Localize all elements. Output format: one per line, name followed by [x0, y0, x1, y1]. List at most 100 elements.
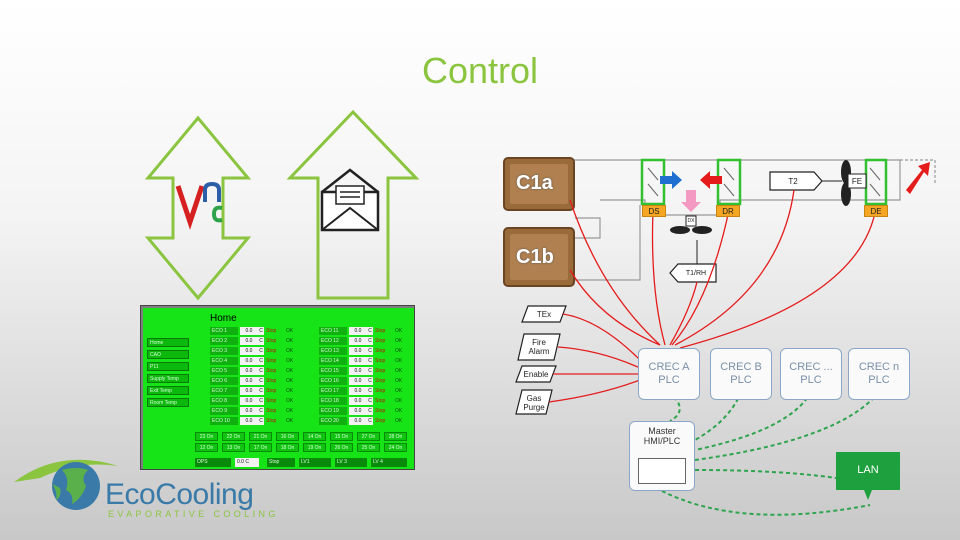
hmi-unit-value: 0.0 [240, 417, 258, 425]
input-tex [521, 305, 567, 323]
hmi-footer-cell: LV1 [299, 458, 331, 467]
hmi-unit-name: ECO 16 [319, 377, 347, 385]
sensor-t1rh-label: T1/RH [685, 270, 707, 277]
hmi-on-cell: 24 On [384, 443, 407, 452]
hmi-unit-state: Stop [266, 338, 277, 344]
hmi-on-cell: 17 On [249, 443, 272, 452]
hmi-unit-unit: C [258, 397, 264, 405]
hmi-unit-value: 0.0 [240, 347, 258, 355]
hmi-unit-name: ECO 6 [210, 377, 238, 385]
hmi-unit-value: 0.0 [240, 387, 258, 395]
hmi-unit-state: Stop [266, 368, 277, 374]
hmi-screenshot: Home Home CAO P11 Supply Temp Exit Temp … [140, 305, 415, 470]
hmi-on-cell: 23 On [195, 432, 218, 441]
hmi-unit-name: ECO 20 [319, 417, 347, 425]
hmi-unit-state: Stop [375, 418, 386, 424]
hmi-unit-name: ECO 5 [210, 367, 238, 375]
hmi-unit-unit: C [258, 417, 264, 425]
lan-network-icon [836, 452, 900, 500]
hmi-unit-state: Stop [266, 328, 277, 334]
input-enable [515, 365, 557, 383]
hmi-unit-name: ECO 14 [319, 357, 347, 365]
hmi-unit-value: 0.0 [240, 367, 258, 375]
hmi-unit-status: OK [286, 388, 294, 394]
hmi-unit-unit: C [367, 327, 373, 335]
hmi-unit-state: Stop [266, 358, 277, 364]
logo-tagline: EVAPORATIVE COOLING [108, 509, 279, 519]
hmi-unit-name: ECO 8 [210, 397, 238, 405]
hmi-unit-status: OK [286, 358, 294, 364]
hmi-unit-state: Stop [266, 408, 277, 414]
hmi-unit-value: 0.0 [240, 327, 258, 335]
mixing-dx-label: DX [687, 218, 695, 224]
hmi-unit-value: 0.0 [349, 377, 367, 385]
hmi-unit-status: OK [395, 418, 403, 424]
hmi-unit-value: 0.0 [349, 357, 367, 365]
hmi-nav-cao[interactable]: CAO [147, 350, 189, 359]
bidirectional-arrow [144, 115, 252, 301]
hmi-unit-status: OK [286, 408, 294, 414]
hmi-unit-status: OK [286, 348, 294, 354]
hmi-unit-value: 0.0 [349, 367, 367, 375]
hmi-footer-cell: LV 4 [371, 458, 407, 467]
hmi-unit-status: OK [286, 368, 294, 374]
hmi-unit-unit: C [367, 347, 373, 355]
hmi-unit-unit: C [258, 367, 264, 375]
hmi-unit-value: 0.0 [240, 377, 258, 385]
input-gas-purge [515, 389, 553, 415]
hmi-unit-state: Stop [375, 328, 386, 334]
hmi-unit-state: Stop [266, 388, 277, 394]
unit-c1b-label: C1b [516, 246, 554, 268]
hmi-unit-unit: C [367, 377, 373, 385]
hmi-on-cell: 26 On [330, 443, 353, 452]
hmi-unit-state: Stop [375, 348, 386, 354]
hmi-nav-room-temp[interactable]: Room Temp [147, 398, 189, 407]
hmi-unit-status: OK [395, 328, 403, 334]
logo-wordmark: EcoCooling [105, 478, 254, 511]
hmi-unit-value: 0.0 [349, 397, 367, 405]
hmi-unit-unit: C [258, 327, 264, 335]
input-tex-label: TEx [536, 310, 552, 319]
damper-dr-label: DR [716, 205, 740, 217]
hmi-unit-status: OK [286, 328, 294, 334]
hmi-on-cell: 27 On [357, 432, 380, 441]
input-fire-alarm-label: Fire Alarm [528, 338, 550, 356]
hmi-on-cell: 21 On [249, 432, 272, 441]
hmi-on-cell: 12 On [195, 443, 218, 452]
hmi-unit-name: ECO 7 [210, 387, 238, 395]
hmi-unit-unit: C [367, 417, 373, 425]
hmi-unit-unit: C [367, 397, 373, 405]
hmi-unit-name: ECO 2 [210, 337, 238, 345]
hmi-on-cell: 16 On [276, 432, 299, 441]
hmi-unit-value: 0.0 [349, 407, 367, 415]
hmi-unit-name: ECO 17 [319, 387, 347, 395]
hmi-unit-name: ECO 19 [319, 407, 347, 415]
hmi-unit-status: OK [286, 418, 294, 424]
hmi-unit-unit: C [258, 387, 264, 395]
supply-flow-arrow [660, 171, 682, 189]
hmi-unit-state: Stop [375, 408, 386, 414]
hmi-nav-supply-temp[interactable]: Supply Temp [147, 374, 189, 383]
input-fire-alarm [517, 333, 561, 361]
hmi-unit-status: OK [395, 408, 403, 414]
hmi-nav-exit-temp[interactable]: Exit Temp [147, 386, 189, 395]
hmi-screen: Home Home CAO P11 Supply Temp Exit Temp … [143, 308, 414, 469]
hmi-unit-unit: C [258, 377, 264, 385]
hmi-unit-value: 0.0 [349, 417, 367, 425]
hmi-nav-p11[interactable]: P11 [147, 362, 189, 371]
hmi-unit-state: Stop [266, 398, 277, 404]
hmi-unit-name: ECO 11 [319, 327, 347, 335]
hmi-unit-unit: C [258, 407, 264, 415]
hmi-unit-value: 0.0 [349, 327, 367, 335]
hmi-unit-unit: C [367, 387, 373, 395]
hmi-unit-value: 0.0 [349, 347, 367, 355]
hmi-unit-state: Stop [266, 348, 277, 354]
hmi-nav-home[interactable]: Home [147, 338, 189, 347]
hmi-unit-status: OK [395, 338, 403, 344]
master-hmi-plc: Master HMI/PLC [629, 421, 695, 491]
hmi-unit-name: ECO 3 [210, 347, 238, 355]
hmi-unit-value: 0.0 [349, 337, 367, 345]
